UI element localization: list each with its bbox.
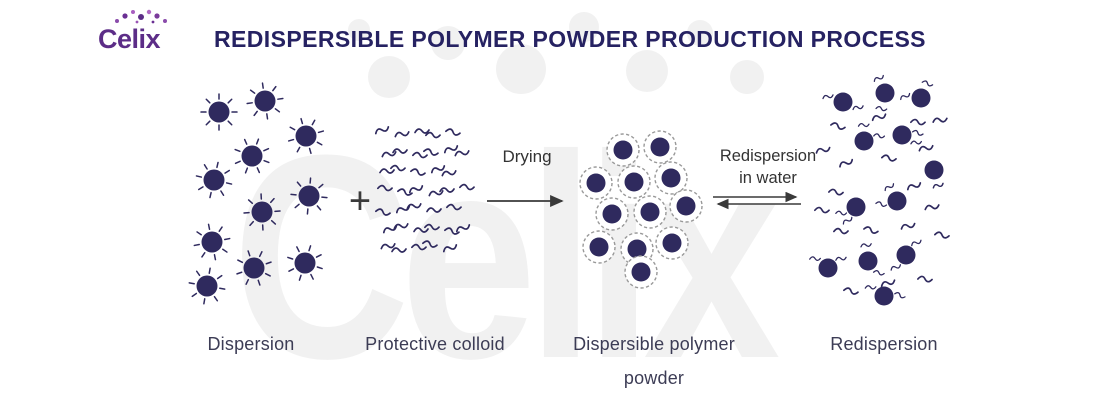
label-protective-colloid: Protective colloid (365, 334, 505, 354)
brand-logo-text: Celix (98, 24, 161, 54)
label-dispersion: Dispersion (207, 334, 295, 354)
page-title: REDISPERSIBLE POLYMER POWDER PRODUCTION … (214, 26, 926, 52)
logo-dots-icon (115, 9, 167, 24)
drying-arrow-label: Drying (502, 147, 552, 166)
redispersion-arrow-label: Redispersion in water (720, 145, 816, 190)
label-powder-line1: Dispersible polymer (573, 334, 735, 354)
brand-logo: Celix (98, 8, 178, 53)
label-powder-line2: powder (623, 368, 685, 388)
watermark-text: Celix (232, 95, 780, 400)
plus-operator: + (348, 180, 372, 223)
redispersion-arrow-label-line1: Redispersion (719, 147, 817, 165)
redispersion-arrow-label-line2: in water (739, 169, 797, 188)
label-redispersion: Redispersion (830, 334, 938, 354)
